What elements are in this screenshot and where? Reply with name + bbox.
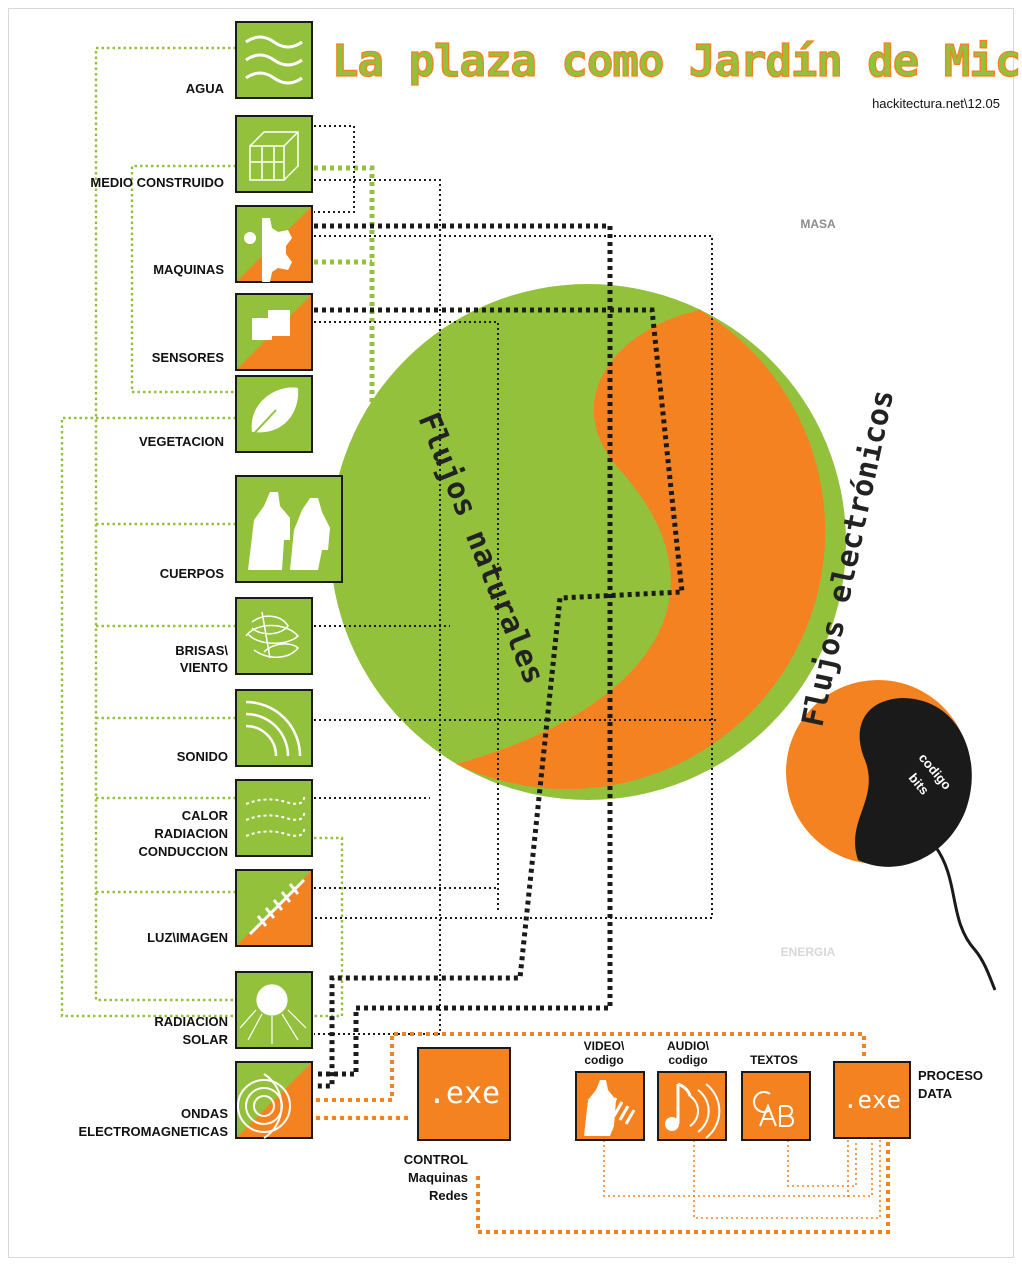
label-medio-construido: MEDIO CONSTRUIDO bbox=[90, 175, 224, 190]
luz-box bbox=[235, 869, 313, 947]
maquinas-box bbox=[235, 205, 313, 283]
label-control-maquinas: Maquinas bbox=[408, 1170, 468, 1185]
label-video-codigo: codigo bbox=[584, 1053, 623, 1067]
medio-construido-box bbox=[235, 115, 313, 193]
label-ondas: ONDAS bbox=[181, 1106, 228, 1121]
text-icon bbox=[753, 1091, 794, 1127]
label-maquinas: MAQUINAS bbox=[153, 262, 224, 277]
light-icon bbox=[248, 878, 306, 936]
cuerpos-box bbox=[235, 475, 343, 583]
label-calor-radiacion: RADIACION bbox=[154, 826, 228, 841]
control-exe-box: .exe bbox=[417, 1047, 511, 1141]
orange-thin-connectors bbox=[603, 1140, 881, 1219]
orange-bold-connectors bbox=[316, 1032, 890, 1234]
label-radiacion: RADIACION bbox=[154, 1014, 228, 1029]
audio-box bbox=[657, 1071, 727, 1141]
page-frame bbox=[8, 8, 1014, 1258]
sonido-box bbox=[235, 689, 313, 767]
agua-box bbox=[235, 21, 313, 99]
sound-icon bbox=[245, 700, 302, 757]
vegetacion-box bbox=[235, 375, 313, 453]
water-icon bbox=[245, 35, 303, 85]
heat-icon bbox=[245, 793, 306, 837]
label-cuerpos: CUERPOS bbox=[160, 566, 225, 581]
gear-icon bbox=[244, 218, 292, 282]
bold-black-connectors bbox=[314, 223, 685, 1089]
label-proceso-data: DATA bbox=[918, 1086, 953, 1101]
electronic-flows-area bbox=[456, 310, 826, 790]
building-icon bbox=[249, 131, 299, 181]
waves-icon bbox=[237, 1073, 291, 1139]
wind-icon bbox=[245, 611, 300, 659]
energy-label: ENERGIA bbox=[781, 945, 836, 959]
label-audio-codigo: codigo bbox=[668, 1053, 707, 1067]
label-conduccion: CONDUCCION bbox=[138, 844, 228, 859]
label-video: VIDEO\ bbox=[584, 1039, 625, 1053]
green-connectors bbox=[60, 46, 344, 1018]
label-control: CONTROL bbox=[404, 1152, 468, 1167]
video-icon bbox=[584, 1080, 636, 1136]
label-viento: VIENTO bbox=[180, 660, 228, 675]
label-textos: TEXTOS bbox=[750, 1053, 798, 1067]
label-sonido: SONIDO bbox=[177, 749, 228, 764]
label-brisas: BRISAS\ bbox=[175, 643, 228, 658]
ondas-box bbox=[235, 1061, 313, 1139]
bodies-icon bbox=[248, 492, 330, 570]
mass-label: MASA bbox=[800, 217, 836, 231]
brisas-box bbox=[235, 597, 313, 675]
page-title: La plaza como Jardín de Microchips bbox=[332, 36, 1022, 87]
label-electromagneticas: ELECTROMAGNETICAS bbox=[79, 1124, 229, 1139]
label-agua: AGUA bbox=[186, 81, 225, 96]
label-sensores: SENSORES bbox=[152, 350, 225, 365]
video-box bbox=[575, 1071, 645, 1141]
label-calor: CALOR bbox=[182, 808, 229, 823]
code-bits-area bbox=[855, 698, 972, 867]
bits-tail bbox=[933, 845, 997, 991]
sensores-box bbox=[235, 293, 313, 371]
green-bold-connectors bbox=[314, 165, 375, 495]
leaf-icon bbox=[247, 387, 299, 441]
label-control-redes: Redes bbox=[429, 1188, 468, 1203]
radiacion-solar-box bbox=[235, 971, 313, 1049]
control-exe-text: .exe bbox=[428, 1076, 500, 1111]
flows-circle: codigo bits Flujos naturales Flujos elec… bbox=[330, 217, 997, 991]
label-luz: LUZ\IMAGEN bbox=[147, 930, 228, 945]
textos-box bbox=[741, 1071, 811, 1141]
calor-box bbox=[235, 779, 313, 857]
credit-text: hackitectura.net\12.05 bbox=[872, 96, 1000, 111]
proceso-exe-box: .exe bbox=[833, 1061, 911, 1139]
label-vegetacion: VEGETACION bbox=[139, 434, 224, 449]
proceso-exe-text: .exe bbox=[843, 1086, 901, 1114]
sun-icon bbox=[239, 984, 307, 1044]
label-audio: AUDIO\ bbox=[667, 1039, 710, 1053]
audio-icon bbox=[665, 1082, 721, 1139]
label-solar: SOLAR bbox=[183, 1032, 229, 1047]
sensor-icon bbox=[252, 310, 290, 340]
label-proceso: PROCESO bbox=[918, 1068, 983, 1083]
thin-black-connectors bbox=[314, 125, 716, 1035]
